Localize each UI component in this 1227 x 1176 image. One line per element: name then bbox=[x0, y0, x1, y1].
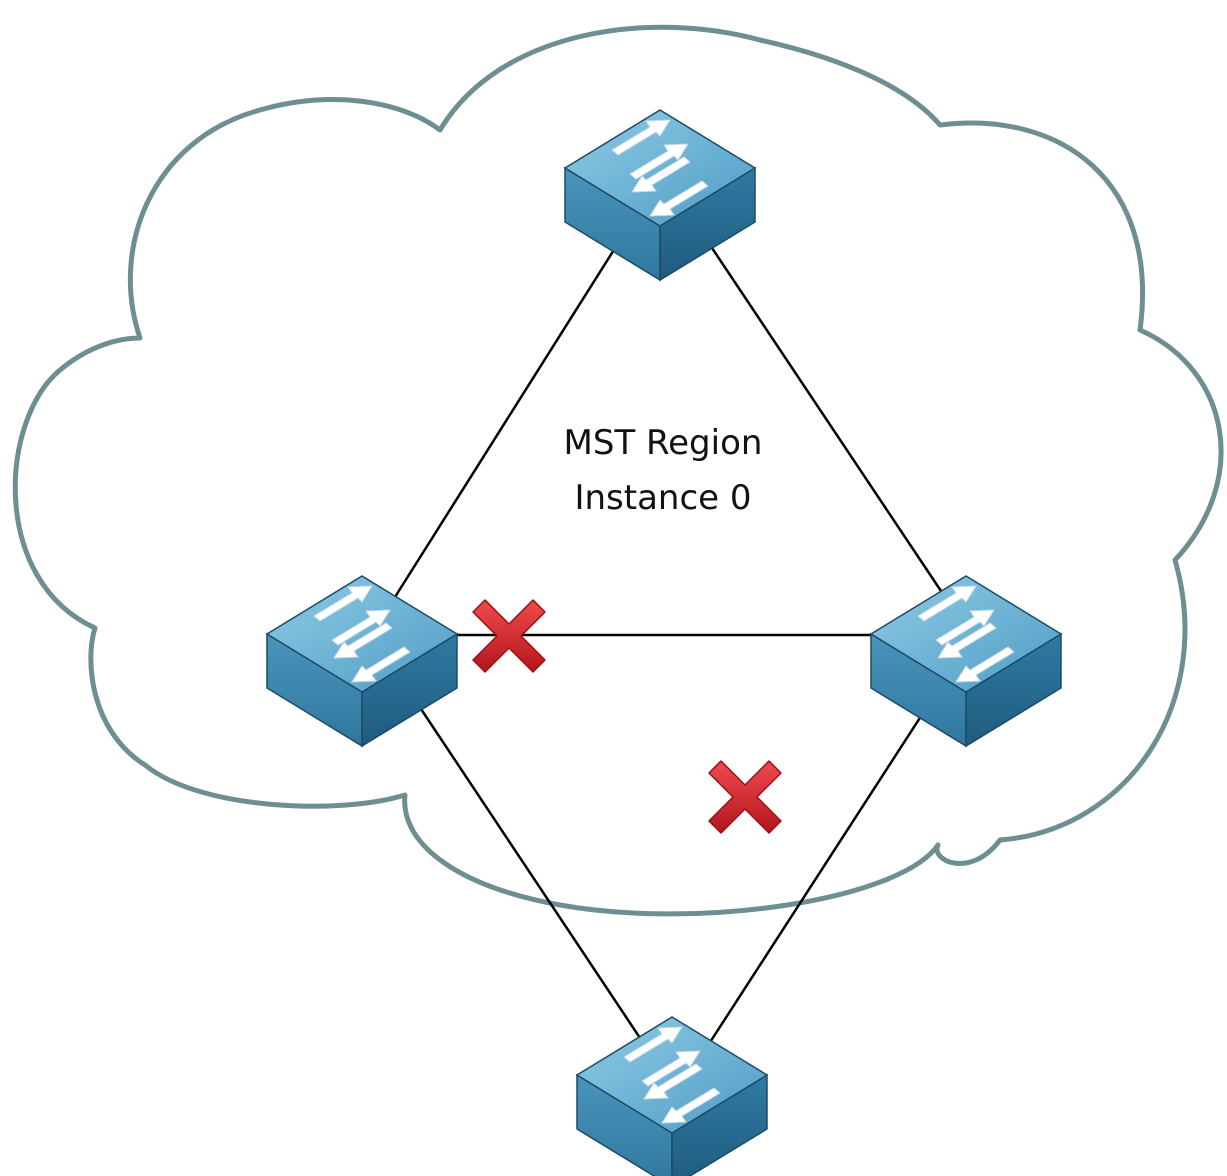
link-top-left bbox=[393, 244, 619, 598]
link-left-bottom bbox=[413, 699, 650, 1051]
region-label-line2: Instance 0 bbox=[574, 478, 751, 518]
layer2-switch-icon bbox=[576, 1016, 768, 1176]
region-label-line1: MST Region bbox=[564, 423, 763, 463]
region-label: MST Region Instance 0 bbox=[564, 423, 763, 518]
links-layer bbox=[393, 244, 947, 1051]
switch-bottom bbox=[576, 1016, 768, 1176]
link-right-bottom bbox=[703, 709, 927, 1051]
link-top-right bbox=[708, 244, 947, 598]
